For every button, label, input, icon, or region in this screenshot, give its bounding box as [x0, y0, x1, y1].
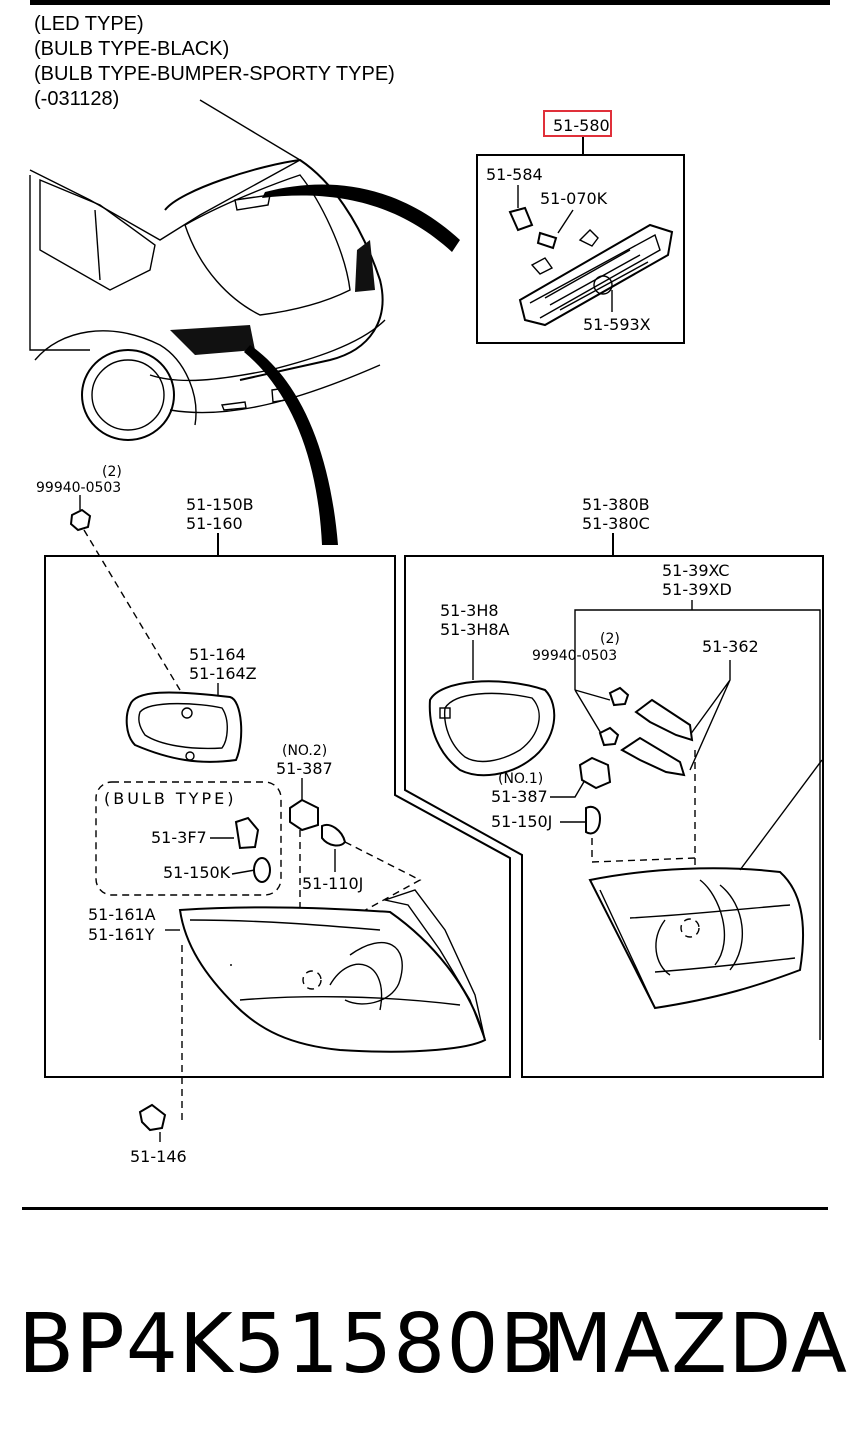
label-lens-left-b: 51-161Y	[88, 925, 155, 944]
socket-3f7-part	[234, 816, 260, 850]
label-cover-a: 51-3H8	[440, 601, 499, 620]
highlight-box	[543, 110, 612, 137]
label-clip: 51-146	[130, 1147, 187, 1166]
led-assembly-group: 51-580 51-584 51-070K 51-593X	[476, 110, 685, 344]
socket-part	[508, 206, 534, 232]
label-socket-no2-qty: (NO.2)	[282, 743, 327, 759]
label-bracket-b: 51-39XD	[662, 580, 732, 599]
label-cover-b: 51-3H8A	[440, 620, 510, 639]
label-gasket-b: 51-164Z	[189, 664, 257, 683]
label-socket-3f7: 51-3F7	[151, 828, 207, 847]
label-gasket-a: 51-164	[189, 645, 246, 664]
car-rear-illustration	[29, 99, 460, 545]
label-lens-left-a: 51-161A	[88, 905, 156, 924]
label-socket-no1: 51-387	[491, 787, 548, 806]
pointer-to-left-lamp	[244, 345, 338, 545]
header-note-date: (-031128)	[34, 88, 120, 110]
nut-right-b	[598, 726, 620, 747]
bulb-type-box	[95, 781, 282, 896]
label-lamp-left-a: 51-150B	[186, 495, 254, 514]
top-rule	[30, 0, 830, 5]
bracket-part-b	[620, 736, 686, 777]
left-lamp-frame	[44, 555, 511, 1078]
rear-lamp-left	[170, 325, 255, 355]
rear-lamp-right	[355, 240, 375, 292]
label-lens-top: 51-593X	[583, 315, 651, 334]
label-bulb-top: 51-070K	[540, 189, 608, 208]
footer: BP4K51580B MAZDA	[18, 1295, 848, 1395]
label-nut-left: 99940-0503	[36, 480, 121, 496]
socket-no2-part	[289, 798, 319, 832]
label-lamp-right-b: 51-380C	[582, 514, 650, 533]
label-bulb-type: (BULB TYPE)	[104, 789, 236, 808]
label-socket-no1-qty: (NO.1)	[498, 771, 543, 787]
pointer-to-led-assembly	[262, 184, 460, 252]
led-assembly-frame	[476, 154, 685, 344]
label-nut-qty-left: (2)	[102, 464, 122, 480]
bulb-150j-part	[585, 805, 602, 835]
bulb-150k-part	[253, 857, 271, 883]
label-socket-no2: 51-387	[276, 759, 333, 778]
part-number: BP4K51580B	[18, 1297, 557, 1392]
label-bulb-150k: 51-150K	[163, 863, 231, 882]
nut-left-part	[69, 508, 92, 532]
header-note-led-type: (LED TYPE)	[34, 13, 144, 35]
wedge-bulb-part	[536, 231, 558, 250]
label-bulb-110j: 51-110J	[302, 874, 363, 893]
label-nut-right: 99940-0503	[532, 648, 617, 664]
header-note-bulb-bumper: (BULB TYPE-BUMPER-SPORTY TYPE)	[34, 63, 395, 85]
label-assembly-top: 51-580	[553, 116, 610, 135]
right-lamp-frame	[404, 555, 824, 1078]
label-lamp-right-a: 51-380B	[582, 495, 650, 514]
socket-no1-part	[578, 756, 612, 790]
right-lens-part	[588, 867, 805, 1010]
bulb-110j-part	[321, 824, 347, 847]
clip-part	[138, 1103, 167, 1132]
label-socket-top: 51-584	[486, 165, 543, 184]
left-lens-part	[178, 906, 487, 1053]
label-bulb-150j: 51-150J	[491, 812, 552, 831]
header-note-bulb-black: (BULB TYPE-BLACK)	[34, 38, 230, 60]
label-bracket-362: 51-362	[702, 637, 759, 656]
label-lamp-left-b: 51-160	[186, 514, 243, 533]
bottom-rule	[22, 1207, 828, 1210]
label-nut-qty-right: (2)	[600, 631, 620, 647]
nut-right-a	[608, 686, 630, 707]
bracket-part-a	[634, 698, 694, 742]
cover-part	[428, 680, 556, 777]
label-bracket-a: 51-39XC	[662, 561, 729, 580]
gasket-part	[125, 691, 243, 763]
brand-name: MAZDA	[542, 1297, 848, 1392]
